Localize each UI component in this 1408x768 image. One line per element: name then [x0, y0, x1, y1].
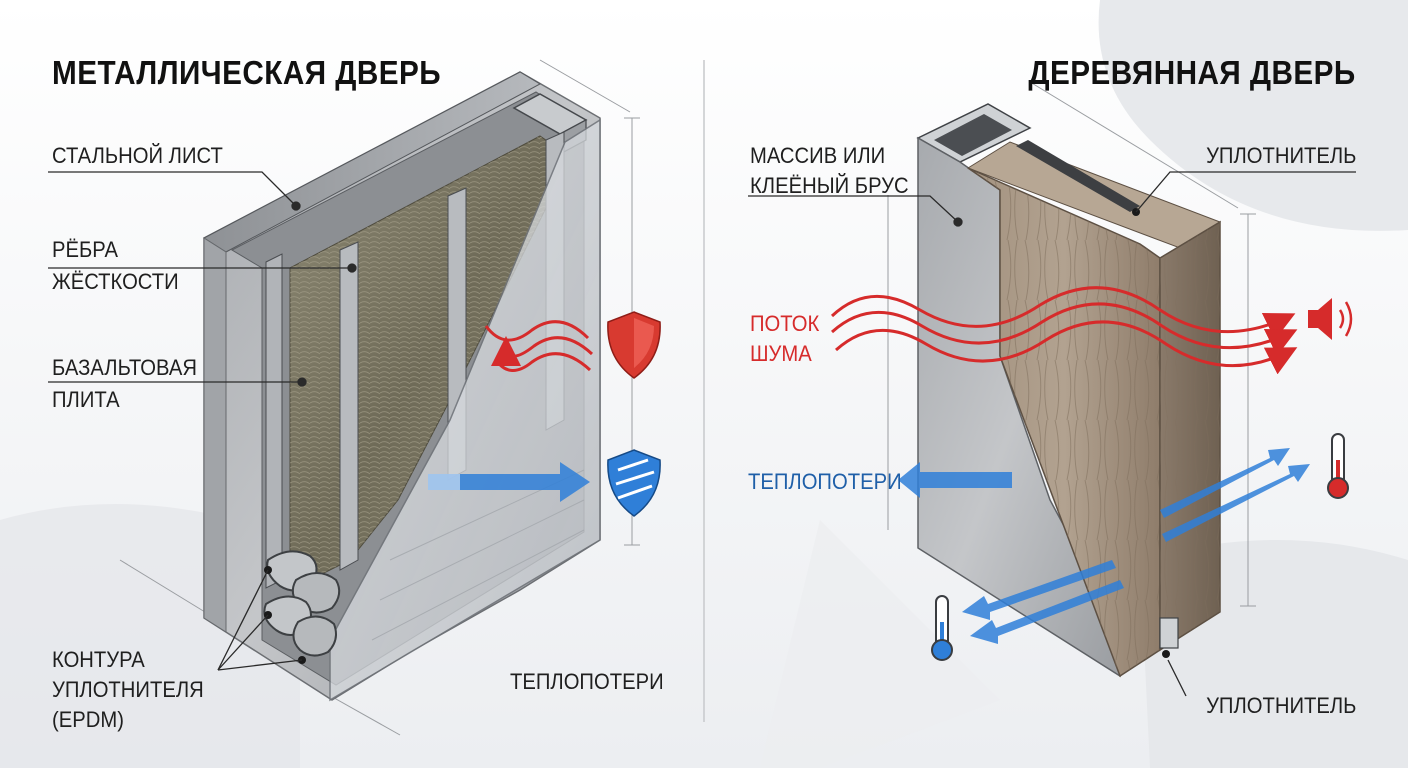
- label-noise-line1: ПОТОК: [750, 311, 820, 336]
- wooden-door-title: ДЕРЕВЯННАЯ ДВЕРЬ: [1028, 54, 1356, 91]
- label-heat-loss-wood: ТЕПЛОПОТЕРИ: [748, 469, 902, 494]
- label-seal-line1: КОНТУРА: [52, 647, 145, 672]
- speaker-icon: [1308, 298, 1353, 340]
- label-noise-line2: ШУМА: [750, 341, 812, 366]
- front-steel-panel-cutaway: [329, 118, 601, 702]
- heat-loss-arrows-wood: [898, 448, 1310, 644]
- thermometer-cold-icon: [931, 595, 953, 661]
- label-steel-sheet: СТАЛЬНОЙ ЛИСТ: [52, 143, 223, 168]
- label-seal-line3: (EPDM): [52, 707, 124, 732]
- wooden-door: [748, 81, 1356, 697]
- noise-through-waves: [830, 286, 1298, 375]
- metal-door-title: МЕТАЛЛИЧЕСКАЯ ДВЕРЬ: [52, 54, 442, 91]
- label-ribs-line1: РЁБРА: [52, 237, 118, 262]
- shield-red-icon: [607, 311, 661, 379]
- metal-leader-lines: [48, 171, 357, 671]
- thermometer-icon: [1327, 433, 1349, 499]
- label-ribs-line2: ЖЁСТКОСТИ: [52, 269, 179, 294]
- heat-loss-arrow-metal: [428, 462, 590, 502]
- label-seal-top: УПЛОТНИТЕЛЬ: [1205, 143, 1356, 168]
- label-seal-line2: УПЛОТНИТЕЛЯ: [52, 677, 204, 702]
- label-solid-wood-line2: КЛЕЁНЫЙ БРУС: [750, 173, 909, 198]
- wood-leader-lines: [748, 171, 1356, 697]
- metal-door: [48, 59, 661, 736]
- label-basalt-line1: БАЗАЛЬТОВАЯ: [52, 355, 197, 380]
- noise-reflection-waves: [484, 320, 594, 372]
- label-seal-bottom: УПЛОТНИТЕЛЬ: [1205, 693, 1356, 718]
- shield-blue-striped-icon: [607, 449, 661, 517]
- label-basalt-line2: ПЛИТА: [52, 387, 120, 412]
- label-heat-loss-metal: ТЕПЛОПОТЕРИ: [510, 669, 664, 694]
- label-solid-wood-line1: МАССИВ ИЛИ: [750, 143, 886, 168]
- epdm-seal-profiles: [263, 550, 341, 664]
